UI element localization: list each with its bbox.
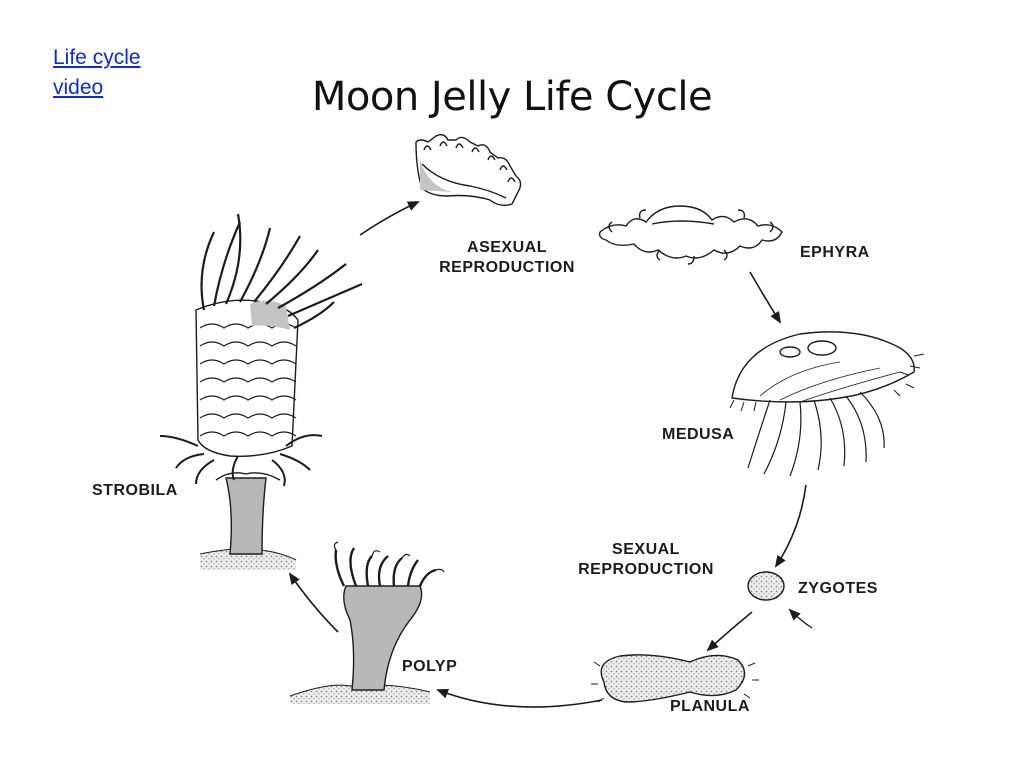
- arrow-strobila-to-ephyra: [359, 201, 420, 236]
- label-asexual-reproduction: ASEXUAL REPRODUCTION: [418, 238, 596, 278]
- slide-title: Moon Jelly Life Cycle: [311, 74, 713, 120]
- label-ephyra: EPHYRA: [800, 244, 870, 261]
- sexual-line2: REPRODUCTION: [578, 561, 714, 578]
- asexual-line2: REPRODUCTION: [439, 259, 575, 276]
- asexual-line1: ASEXUAL: [467, 239, 547, 256]
- label-polyp: POLYP: [402, 658, 458, 675]
- arrow-medusa-to-zygotes: [774, 484, 807, 568]
- video-link-line2: video: [53, 76, 104, 99]
- life-cycle-video-link[interactable]: Life cycle video: [53, 43, 173, 103]
- label-planula: PLANULA: [670, 698, 750, 715]
- video-link-line1: Life cycle: [53, 46, 141, 69]
- strobila-drawing: [159, 213, 363, 570]
- polyp-drawing: [289, 541, 445, 704]
- ephyra-drawing: [598, 205, 783, 265]
- label-sexual-reproduction: SEXUAL REPRODUCTION: [557, 540, 735, 580]
- arrow-ephyra-to-medusa: [749, 271, 782, 324]
- planula-drawing: [591, 654, 759, 703]
- arrow-polyp-to-strobila: [288, 572, 339, 633]
- sexual-line1: SEXUAL: [612, 541, 680, 558]
- label-zygotes: ZYGOTES: [798, 580, 878, 597]
- medusa-drawing: [729, 331, 925, 477]
- arrow-sperm-to-zygote: [788, 608, 813, 629]
- zygote-drawing: [747, 571, 785, 601]
- label-medusa: MEDUSA: [662, 426, 735, 443]
- arrow-zygotes-to-planula: [706, 611, 753, 652]
- ephyra-detached-drawing: [415, 133, 522, 207]
- arrow-planula-to-polyp: [436, 688, 603, 708]
- cycle-arrows: [288, 201, 813, 708]
- label-strobila: STROBILA: [92, 482, 178, 499]
